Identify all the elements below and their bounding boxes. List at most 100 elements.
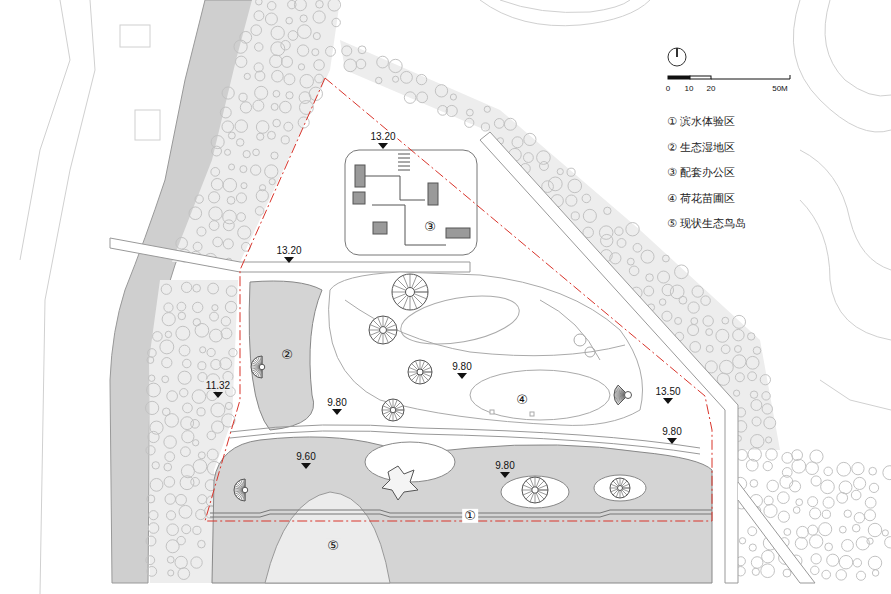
tree-symbol xyxy=(615,227,623,235)
tree-symbol xyxy=(149,511,158,520)
tree-symbol xyxy=(244,73,250,79)
elevation-label: 13.20 xyxy=(274,245,303,256)
tree-symbol xyxy=(504,118,516,130)
tree-symbol xyxy=(281,136,289,144)
tree-symbol xyxy=(314,60,325,71)
scale-bar xyxy=(668,75,790,79)
tree-symbol xyxy=(854,477,866,489)
scale-label: 0 xyxy=(664,85,672,94)
tree-symbol xyxy=(165,414,179,428)
pavilion-symbol xyxy=(618,385,625,392)
tree-symbol xyxy=(209,329,222,342)
legend-entry: ③ 配套办公区 xyxy=(667,166,735,179)
tree-symbol xyxy=(265,165,278,178)
tree-symbol xyxy=(328,0,341,11)
pavilion-symbol xyxy=(538,485,547,489)
tree-symbol xyxy=(856,571,865,580)
tree-symbol xyxy=(748,448,761,461)
tree-symbol xyxy=(627,258,634,265)
pavilion-symbol xyxy=(610,478,630,498)
tree-symbol xyxy=(750,391,757,398)
tree-symbol xyxy=(692,286,703,297)
tree-symbol xyxy=(688,325,699,336)
tree-symbol xyxy=(281,56,292,67)
pavilion-symbol xyxy=(536,493,540,502)
pavilion-symbol xyxy=(258,357,261,365)
tree-symbol xyxy=(147,566,157,576)
tree-symbol xyxy=(180,389,188,397)
tree-symbol xyxy=(789,481,800,492)
nursery-park xyxy=(470,370,610,420)
waterfront-edge xyxy=(210,514,712,517)
tree-symbol xyxy=(721,345,730,354)
tree-symbol xyxy=(842,539,854,551)
tree-symbol xyxy=(617,239,626,248)
tree-symbol xyxy=(150,478,163,491)
nursery-park xyxy=(397,288,523,352)
tree-symbol xyxy=(752,417,761,426)
nursery-park xyxy=(329,272,643,425)
lake-island xyxy=(501,476,569,508)
tree-symbol xyxy=(270,55,283,68)
tree-symbol xyxy=(209,207,222,220)
pavilion-symbol xyxy=(410,274,411,288)
tree-symbol xyxy=(198,452,205,459)
elevation-label: 13.50 xyxy=(653,386,682,397)
elevation-label: 9.80 xyxy=(660,426,683,437)
context-outlines xyxy=(120,25,150,47)
tree-symbol xyxy=(273,119,281,127)
pavilion-symbol xyxy=(420,360,421,369)
tree-symbol xyxy=(265,13,277,25)
road xyxy=(110,132,815,583)
nursery-park xyxy=(490,410,494,414)
tree-symbol xyxy=(165,494,175,504)
tree-symbol xyxy=(701,296,711,306)
tree-symbol xyxy=(821,480,835,494)
tree-symbol xyxy=(404,92,416,104)
tree-symbol xyxy=(358,46,366,54)
pavilion-symbol xyxy=(614,395,624,396)
tree-symbol xyxy=(162,376,169,383)
tree-symbol xyxy=(227,197,235,205)
lake-island xyxy=(365,442,646,508)
lake-island xyxy=(594,475,646,501)
pavilion-symbol xyxy=(245,493,246,501)
tree-symbol xyxy=(183,403,193,413)
tree-symbol xyxy=(297,45,308,56)
pavilion-symbol xyxy=(423,372,432,373)
tree-symbol xyxy=(288,31,298,41)
scale-label: 20 xyxy=(705,85,718,94)
tree-symbol xyxy=(238,226,251,239)
pavilion-symbol xyxy=(622,484,629,487)
pavilion-symbol xyxy=(420,375,421,384)
pavilion-symbol xyxy=(614,385,632,405)
pavilion-symbol xyxy=(392,274,428,310)
elevation-marker xyxy=(667,438,677,444)
pavilion-symbol xyxy=(387,330,398,331)
zone-number: ③ xyxy=(422,220,438,234)
tree-symbol xyxy=(180,476,194,490)
tree-symbol xyxy=(220,107,231,118)
tree-symbol xyxy=(286,92,293,99)
pavilion-symbol xyxy=(369,330,380,331)
tree-symbol xyxy=(298,117,309,128)
pavilion-symbol xyxy=(415,361,418,369)
wetland-pond xyxy=(249,281,322,430)
context-outlines xyxy=(20,0,70,260)
tree-symbol xyxy=(839,526,846,533)
elevation-marker xyxy=(457,373,467,379)
tree-symbol xyxy=(659,299,666,306)
tree-symbol xyxy=(178,568,190,580)
tree-symbol xyxy=(286,17,293,24)
tree-symbol xyxy=(178,371,191,384)
pavilion-symbol xyxy=(616,479,619,486)
legend-entry: ① 滨水体验区 xyxy=(667,115,735,128)
tree-symbol xyxy=(195,323,209,337)
pavilion-symbol xyxy=(370,331,380,335)
tree-symbol xyxy=(162,313,175,326)
nursery-park xyxy=(530,412,534,416)
tree-symbol xyxy=(240,102,251,113)
tree-symbol xyxy=(200,347,206,353)
tree-symbol xyxy=(567,168,575,176)
tree-symbol xyxy=(176,237,188,249)
